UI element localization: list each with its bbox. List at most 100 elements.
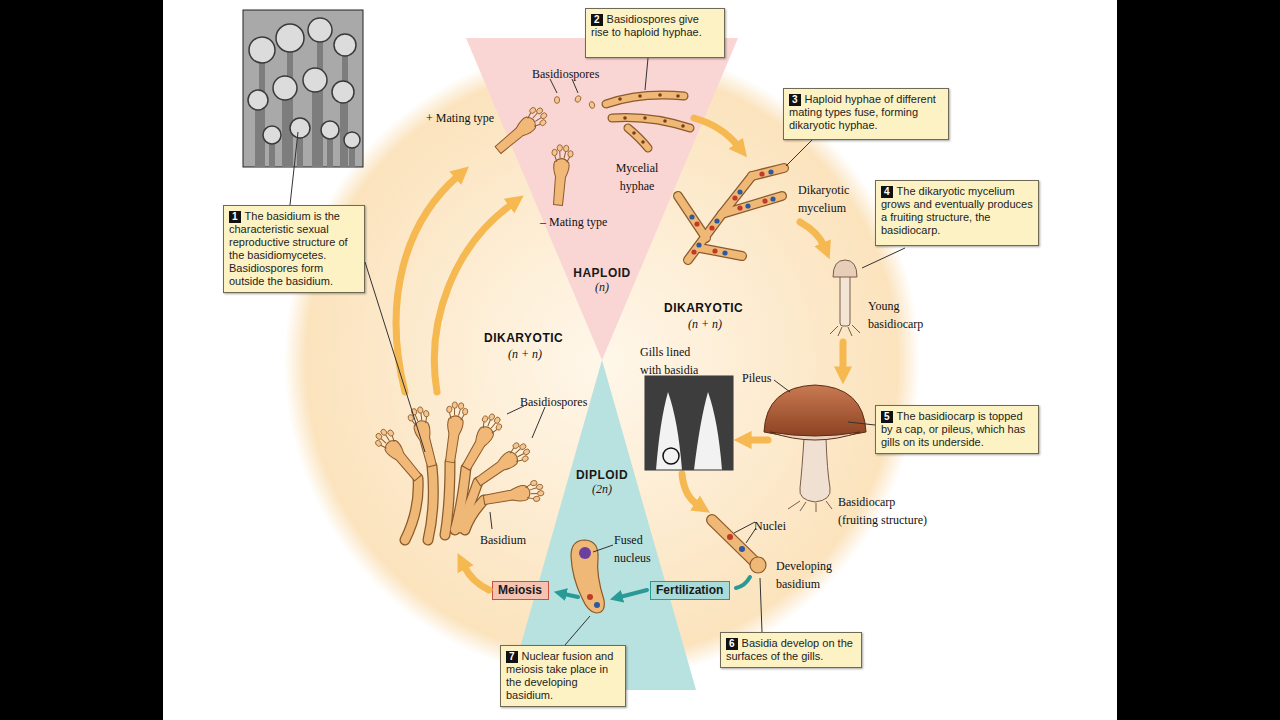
developing-basidium bbox=[750, 557, 766, 573]
part-label: Mycelial hyphae bbox=[616, 161, 659, 193]
callout-number: 4 bbox=[881, 186, 893, 198]
fertilization-arrow bbox=[736, 577, 750, 588]
leader-line bbox=[593, 545, 613, 552]
callout-text: Haploid hyphae of different mating types… bbox=[789, 93, 936, 131]
leader-line bbox=[760, 578, 762, 632]
dikaryotic-mycelium bbox=[714, 218, 719, 223]
haploid-hypha bbox=[618, 93, 685, 144]
dikaryotic-mycelium bbox=[678, 196, 706, 238]
micrograph bbox=[248, 18, 360, 148]
dikaryotic-mycelium bbox=[678, 196, 706, 238]
micrograph bbox=[248, 90, 268, 110]
haploid-hypha bbox=[638, 94, 642, 98]
basidium bbox=[491, 103, 551, 158]
leader-line bbox=[774, 380, 790, 392]
fused-nucleus-basidium bbox=[587, 594, 593, 600]
part-label: Fused nucleus bbox=[614, 533, 651, 565]
micrograph bbox=[273, 76, 297, 100]
developing-basidium bbox=[712, 520, 756, 563]
callout-box: 7Nuclear fusion and meiosis take place i… bbox=[500, 645, 626, 707]
basidium-cluster bbox=[445, 462, 450, 535]
haploid-hypha bbox=[628, 128, 648, 148]
leader-line bbox=[532, 407, 545, 438]
callout-box: 4The dikaryotic mycelium grows and event… bbox=[875, 180, 1039, 246]
callout-number: 1 bbox=[229, 211, 241, 223]
part-label: Basidiocarp (fruiting structure) bbox=[838, 495, 927, 527]
young-basidiocarp bbox=[833, 260, 857, 277]
dikaryotic-mycelium bbox=[732, 195, 737, 200]
dikaryotic-mycelium bbox=[722, 196, 782, 214]
haploid-hypha bbox=[681, 124, 685, 128]
basidiocarp bbox=[800, 438, 830, 502]
part-label: Nuclei bbox=[754, 519, 786, 533]
leader-line bbox=[862, 248, 905, 268]
dikaryotic-mycelium bbox=[691, 249, 696, 254]
region-name: DIPLOID bbox=[576, 468, 628, 482]
callout-box: 1The basidium is the characteristic sexu… bbox=[223, 205, 365, 293]
step-label: Fertilization bbox=[656, 583, 723, 598]
region-name: HAPLOID bbox=[573, 266, 631, 280]
basidium bbox=[547, 144, 573, 206]
dikaryotic-mycelium bbox=[745, 203, 750, 208]
dikaryotic-mycelium bbox=[689, 169, 775, 255]
page-ground bbox=[163, 0, 1117, 720]
young-basidiocarp bbox=[830, 260, 860, 336]
dikaryotic-mycelium bbox=[752, 168, 784, 176]
part-label: Dikaryotic mycelium bbox=[798, 183, 849, 215]
leader-line bbox=[290, 132, 298, 205]
dikaryotic-mycelium bbox=[752, 168, 784, 176]
basidiospore bbox=[574, 95, 582, 103]
leader-line bbox=[734, 522, 755, 533]
part-label: Pileus bbox=[742, 371, 771, 385]
part-label: Developing basidium bbox=[776, 559, 832, 591]
leader-line bbox=[786, 140, 812, 166]
callout-text: Basidia develop on the surfaces of the g… bbox=[726, 637, 853, 662]
part-label: + Mating type bbox=[426, 111, 494, 125]
dikaryotic-mycelium bbox=[759, 171, 764, 176]
leader-line bbox=[290, 58, 905, 645]
part-label: – Mating type bbox=[540, 215, 607, 229]
developing-basidium bbox=[712, 520, 756, 563]
dikaryotic-mycelium bbox=[770, 196, 775, 201]
basidiospore bbox=[554, 97, 559, 104]
basidium-cluster bbox=[405, 478, 418, 540]
callout-text: The basidiocarp is topped by a cap, or p… bbox=[881, 410, 1025, 448]
dikaryotic-mycelium bbox=[737, 189, 742, 194]
callout-box: 5The basidiocarp is topped by a cap, or … bbox=[875, 405, 1039, 454]
cycle-arrow bbox=[396, 118, 843, 590]
haploid-hypha bbox=[623, 116, 627, 120]
callout-number: 6 bbox=[726, 638, 738, 650]
fused-nucleus-basidium bbox=[571, 540, 604, 613]
ploidy-label: (n) bbox=[595, 280, 609, 294]
haploid-hypha bbox=[658, 93, 662, 97]
basidiocarp bbox=[764, 385, 866, 512]
cycle-arrow bbox=[434, 204, 512, 392]
callout-number: 5 bbox=[881, 411, 893, 423]
micrograph bbox=[263, 126, 281, 144]
basidium-cluster bbox=[428, 466, 433, 540]
basidiocarp bbox=[770, 432, 860, 440]
cycle-arrow bbox=[800, 222, 824, 246]
micrograph bbox=[334, 34, 356, 56]
leader-line bbox=[365, 262, 425, 452]
micrograph bbox=[332, 81, 354, 103]
gill-micrograph bbox=[645, 376, 733, 470]
dikaryotic-mycelium bbox=[678, 168, 784, 260]
basidiocarp bbox=[764, 385, 866, 438]
dikaryotic-mycelium bbox=[689, 214, 694, 219]
part-label: Young basidiocarp bbox=[868, 299, 923, 331]
micrograph bbox=[243, 10, 363, 167]
dikaryotic-mycelium bbox=[737, 205, 742, 210]
dikaryotic-mycelium bbox=[700, 248, 742, 256]
micrograph bbox=[303, 68, 327, 92]
basidium-cluster bbox=[428, 466, 433, 540]
micrograph bbox=[276, 24, 304, 52]
basidium-cluster bbox=[445, 462, 450, 535]
micrograph bbox=[290, 118, 310, 138]
young-basidiocarp bbox=[840, 274, 850, 326]
basidium-cluster bbox=[472, 439, 533, 491]
leader-line bbox=[565, 616, 590, 645]
